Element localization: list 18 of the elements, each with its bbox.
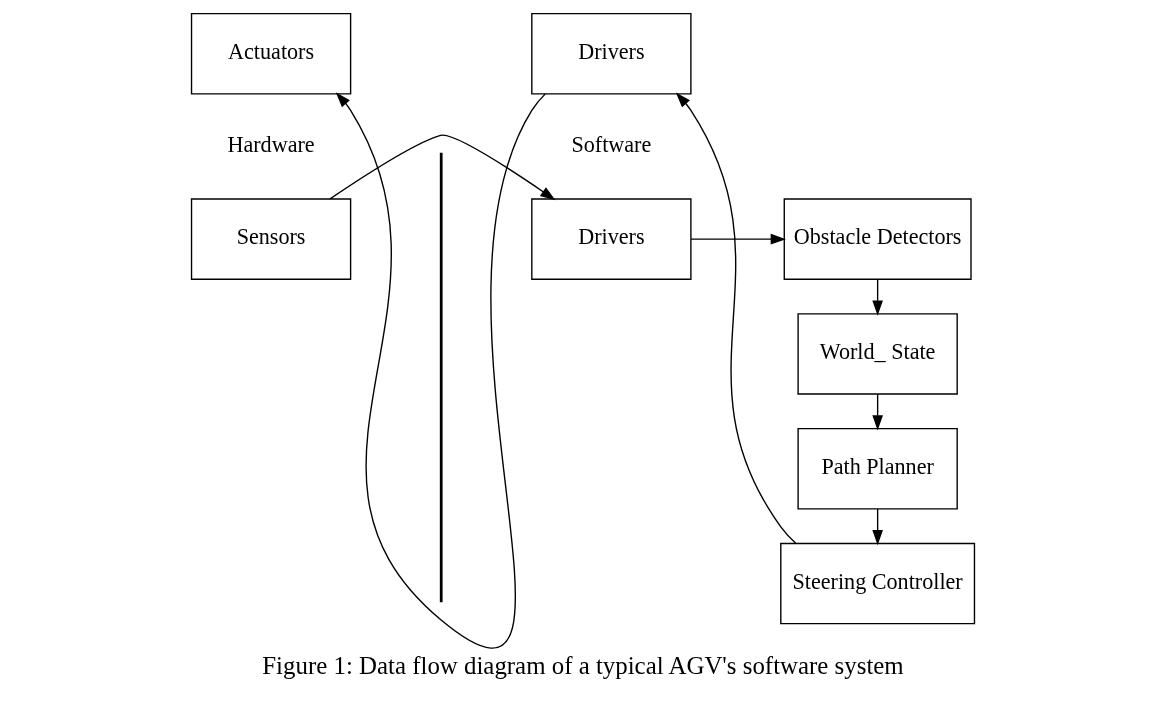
node-box: Obstacle Detectors [783,198,972,280]
label: Software [571,131,652,157]
caption: Figure 1: Data flow diagram of a typical AGV's software system [262,652,904,680]
arrow [872,508,883,546]
node-box: Sensors [190,198,352,280]
label: Hardware [227,131,315,157]
arrow [335,92,546,648]
node-box: Steering Controller [780,542,976,625]
arrow [872,278,883,316]
node-box: Drivers [531,12,692,95]
arrow [329,134,556,201]
node-box: Actuators [190,12,352,95]
arrow [675,92,797,544]
node-box: Drivers [531,198,692,280]
node-box: World_ State [797,313,958,395]
node-box: Path Planner [797,427,958,510]
arrow [872,393,883,431]
arrow [690,233,786,245]
